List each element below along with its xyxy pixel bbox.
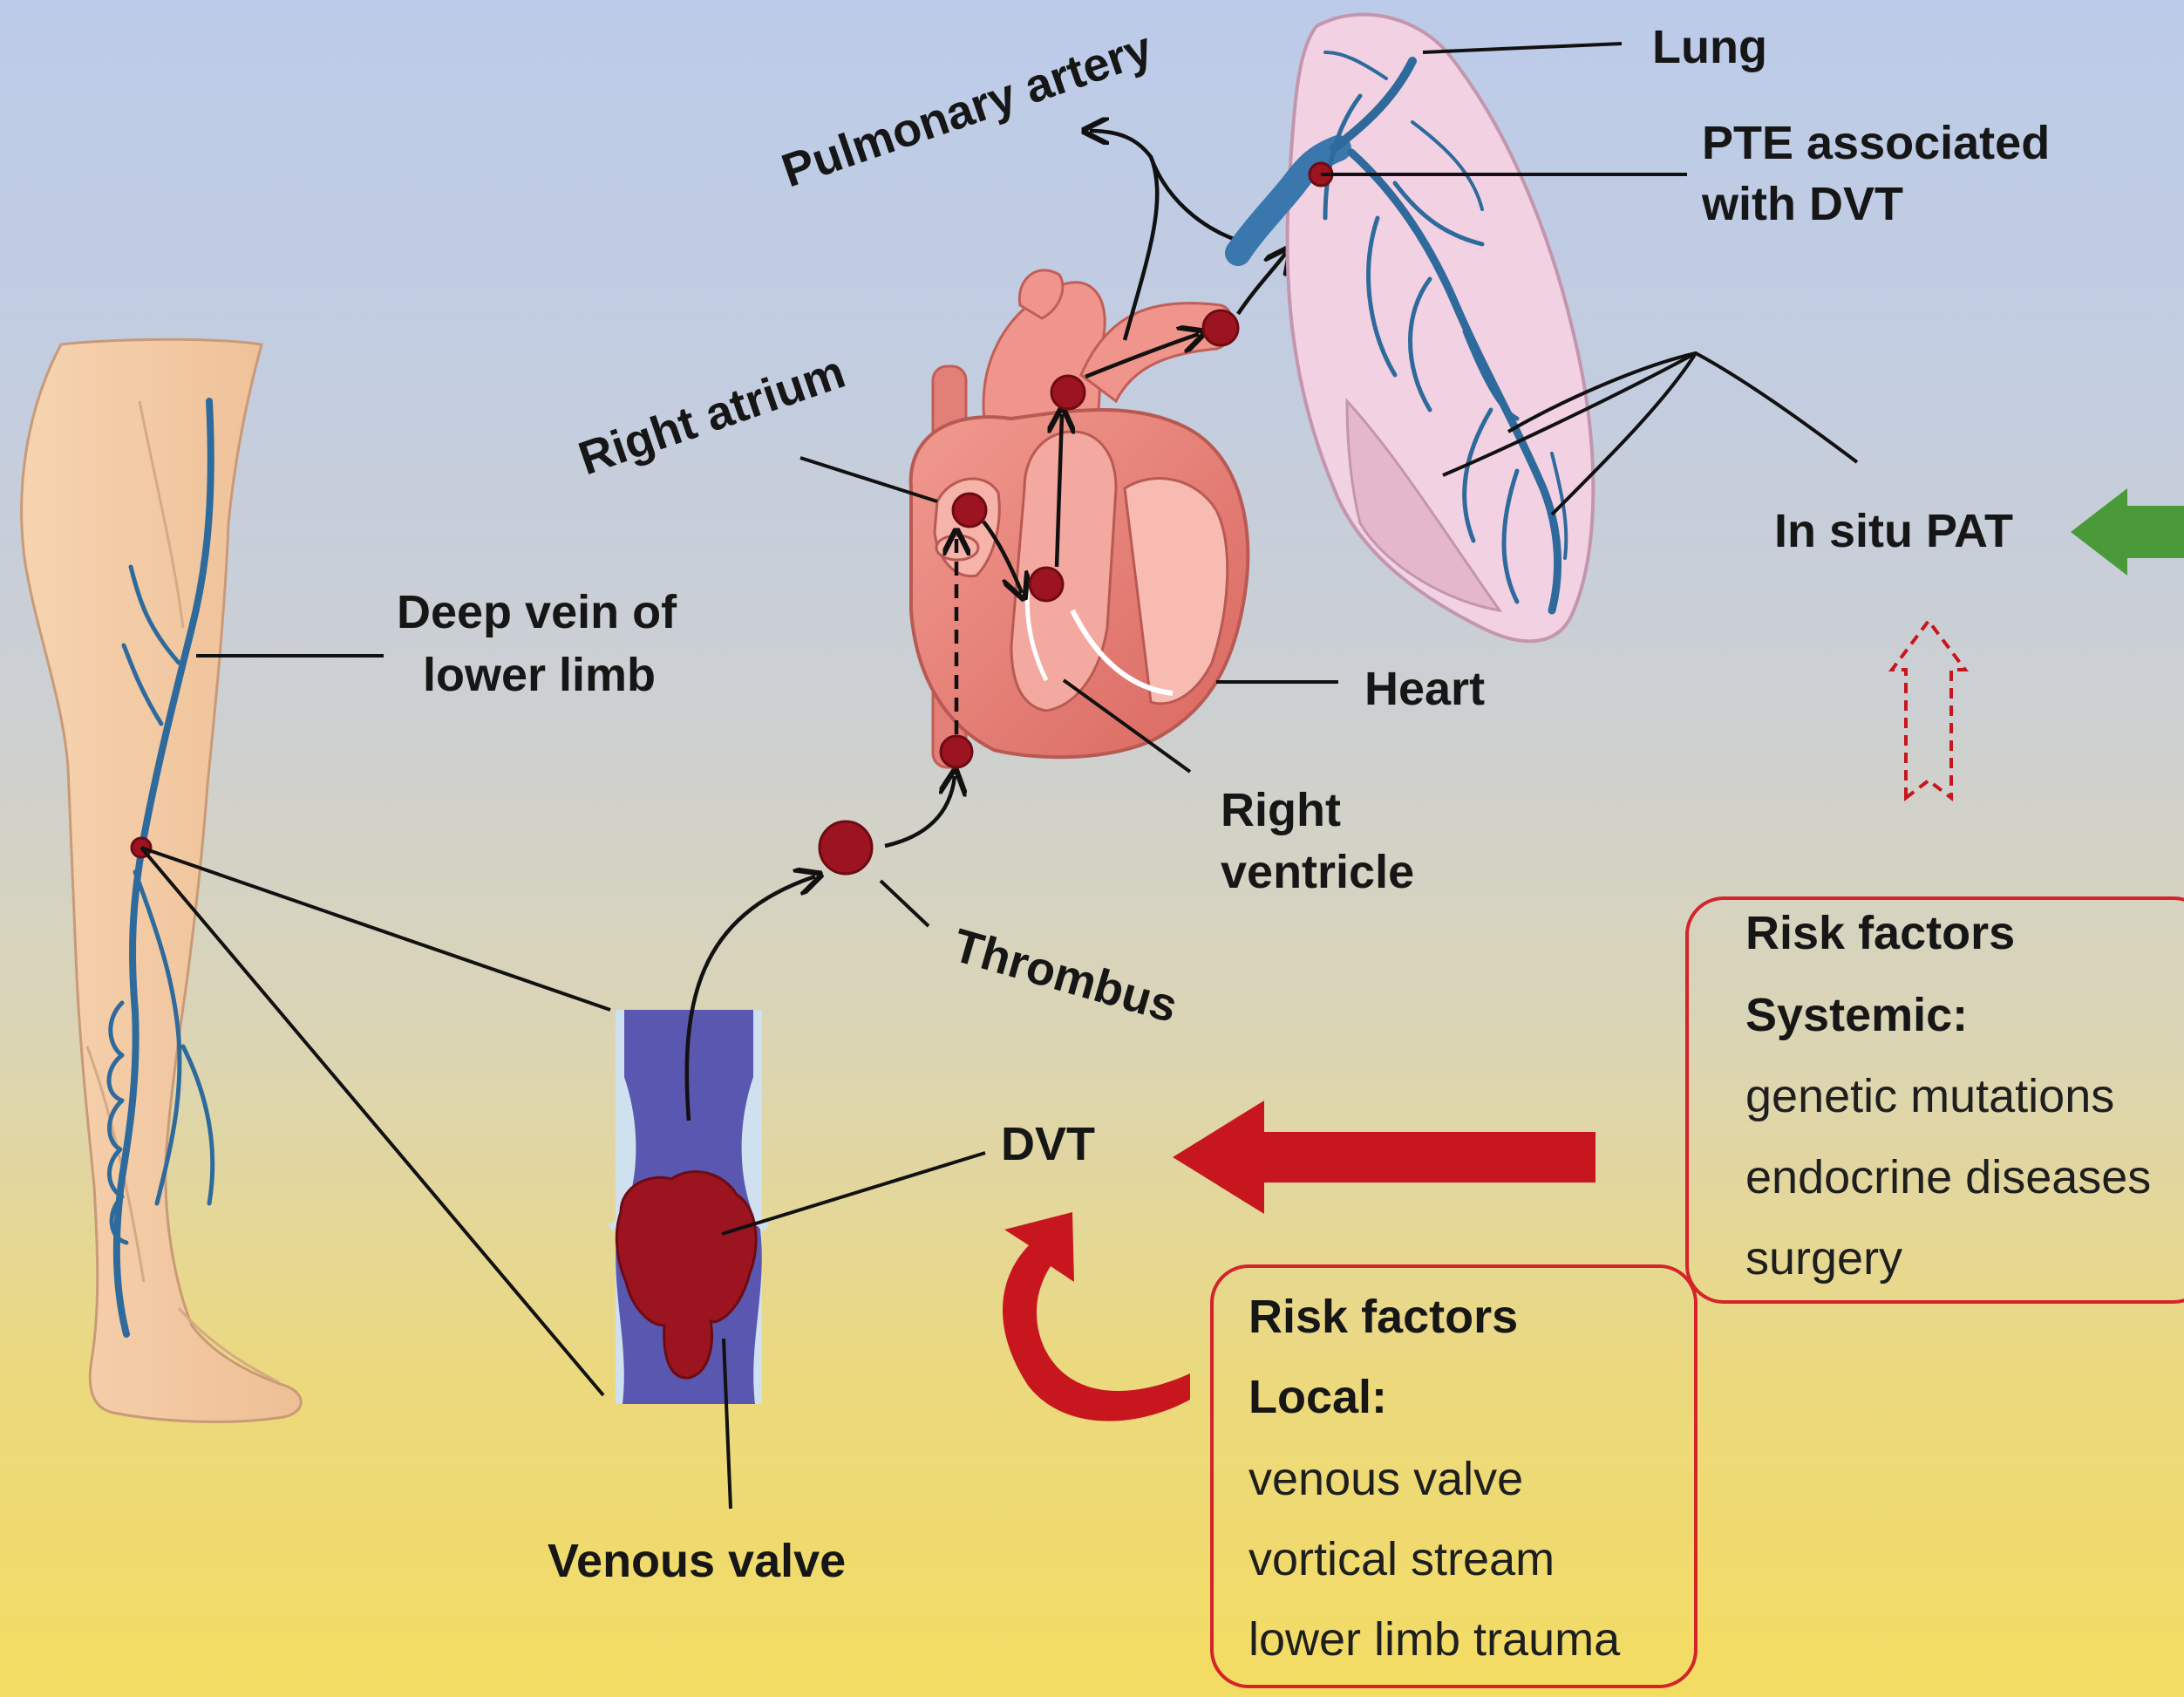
systemic-risk-subtitle: Systemic: <box>1745 989 1968 1041</box>
thrombus-icon <box>1051 376 1085 409</box>
pulmonary-artery-label: Pulmonary artery <box>775 22 1159 197</box>
right-atrium-label: Right atrium <box>572 345 851 485</box>
thrombus-icon <box>1030 568 1063 601</box>
pte-label-line1: PTE associated <box>1702 117 2050 169</box>
thrombus-icon <box>820 821 872 874</box>
pat-arrow <box>2071 488 2184 576</box>
dvt-label: DVT <box>1001 1118 1095 1170</box>
deep-vein-label-line1: Deep vein of <box>397 586 677 638</box>
systemic-risk-item: genetic mutations <box>1745 1070 2114 1122</box>
systemic-risk-item: endocrine diseases <box>1745 1151 2151 1203</box>
venous-valve-label: Venous valve <box>548 1535 846 1587</box>
deep-vein-label-line2: lower limb <box>423 649 656 701</box>
local-risk-arrow <box>1003 1212 1190 1421</box>
local-risk-item: vortical stream <box>1248 1533 1555 1585</box>
local-risk-item: venous valve <box>1248 1453 1523 1505</box>
thrombus-icon <box>953 494 986 527</box>
lung-illustration <box>1238 15 1593 642</box>
heart-label: Heart <box>1364 663 1485 715</box>
leg-illustration <box>22 339 302 1421</box>
pte-label-line2: with DVT <box>1701 178 1903 230</box>
local-risk-title: Risk factors <box>1248 1291 1518 1343</box>
in-situ-pat-label: In situ PAT <box>1774 505 2013 557</box>
systemic-risk-arrow <box>1173 1101 1595 1214</box>
systemic-risk-title: Risk factors <box>1745 907 2015 959</box>
lung-label: Lung <box>1652 21 1767 73</box>
local-risk-item: lower limb trauma <box>1248 1613 1621 1666</box>
systemic-risk-item: surgery <box>1745 1232 1902 1285</box>
dashed-up-arrow <box>1892 621 1965 801</box>
right-ventricle-label-line1: Right <box>1221 784 1341 836</box>
local-risk-subtitle: Local: <box>1248 1371 1387 1423</box>
thrombus-icon <box>941 736 972 767</box>
right-ventricle-label-line2: ventricle <box>1221 846 1414 898</box>
thrombus-icon <box>1203 310 1238 345</box>
thrombus-label: Thrombus <box>948 919 1183 1033</box>
